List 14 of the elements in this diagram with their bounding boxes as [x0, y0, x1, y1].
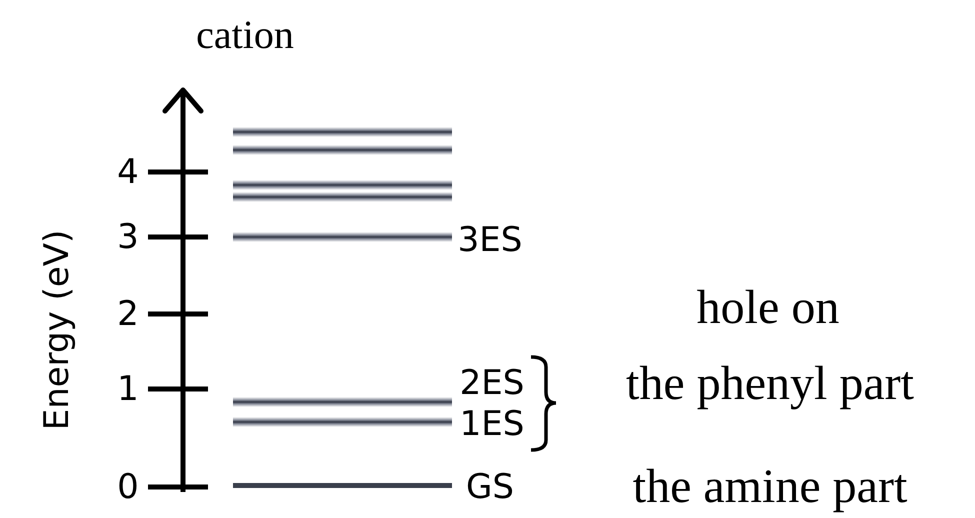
level-label: 3ES — [458, 223, 522, 257]
annotation-text: hole on — [696, 284, 840, 332]
annotation-text: the phenyl part — [626, 360, 914, 408]
tick-label: 4 — [117, 155, 139, 189]
tick-label: 3 — [117, 220, 139, 254]
tick-label: 1 — [117, 372, 139, 406]
tick-label: 0 — [117, 470, 139, 504]
annotation-text: the amine part — [632, 463, 908, 511]
level-label: GS — [466, 470, 514, 504]
level-label: 2ES — [460, 366, 524, 400]
level-label: 1ES — [460, 407, 524, 441]
title: cation — [196, 15, 294, 55]
tick-label: 2 — [117, 297, 139, 331]
axis-title: Energy (eV) — [40, 230, 74, 430]
